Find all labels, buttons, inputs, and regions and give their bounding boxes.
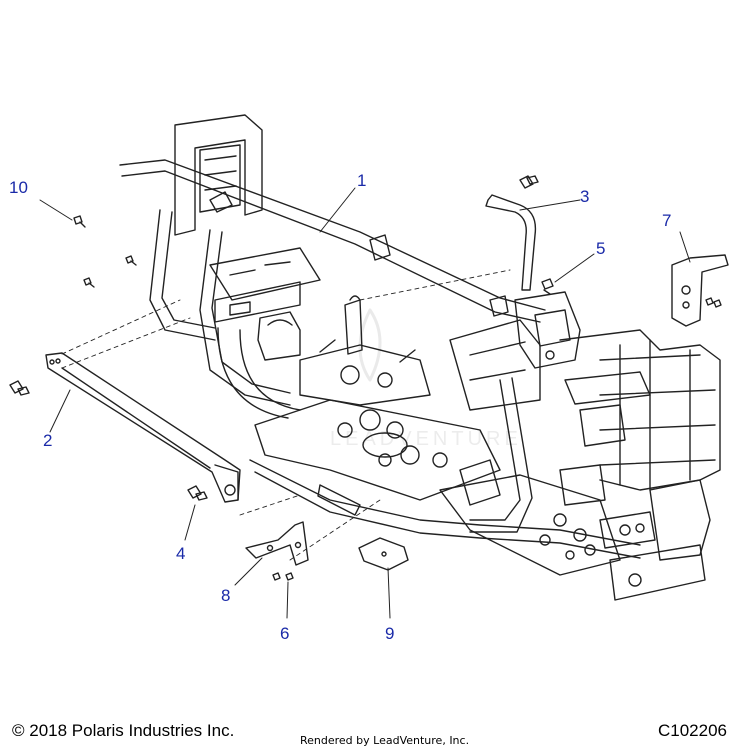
part-code: C102206: [658, 721, 728, 740]
leader-lines: [39, 187, 691, 619]
callout-5: 5: [596, 239, 606, 258]
callout-2: 2: [43, 431, 53, 450]
skid-plate-panel: [358, 537, 409, 571]
callout-10: 10: [9, 178, 28, 197]
callout-8: 8: [221, 586, 231, 605]
rendered-by-text: Rendered by LeadVenture, Inc.: [300, 734, 470, 747]
front-cross-tube: [45, 352, 241, 503]
callout-9: 9: [385, 624, 395, 643]
callout-1: 1: [357, 171, 367, 190]
callout-4: 4: [176, 544, 186, 563]
alignment-lines: [61, 269, 511, 561]
watermark-text: LEADVENTURE: [330, 428, 522, 450]
callout-6: 6: [280, 624, 290, 643]
lower-mount-bracket: [245, 521, 309, 566]
callout-7: 7: [662, 211, 672, 230]
copyright-text: © 2018 Polaris Industries Inc.: [12, 721, 235, 740]
right-side-bracket: [671, 254, 729, 327]
fasteners: [9, 175, 722, 581]
main-frame: [119, 114, 721, 601]
callout-3: 3: [580, 187, 590, 206]
grab-handle-tube: [485, 194, 537, 291]
